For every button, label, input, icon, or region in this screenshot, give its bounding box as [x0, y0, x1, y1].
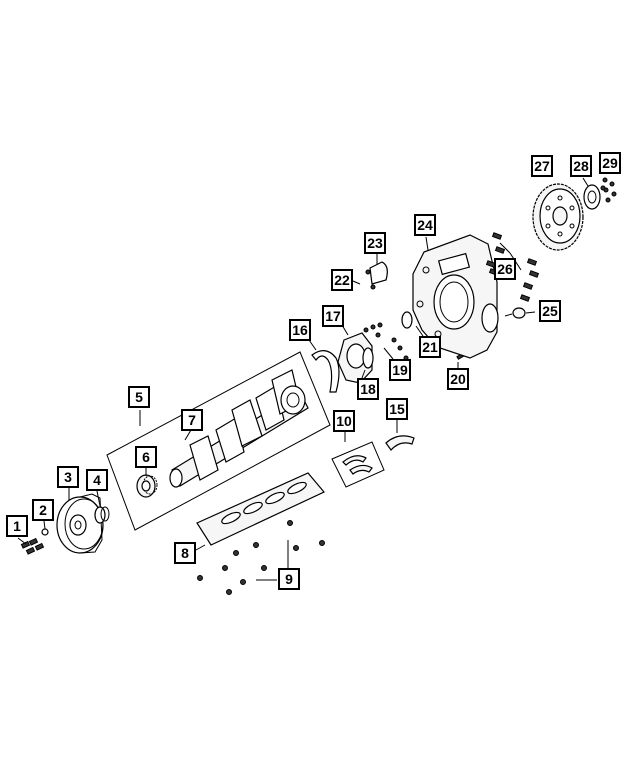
crankshaft	[169, 369, 309, 488]
bedplate-bolts	[197, 520, 325, 595]
callout-29: 29	[599, 152, 621, 174]
rear-oil-seal	[362, 347, 374, 369]
crank-position-sensor	[504, 307, 526, 319]
flywheel-housing	[412, 234, 499, 359]
callout-21: 21	[419, 336, 441, 358]
rear-seal-retainer-gasket	[311, 350, 340, 393]
crank-bolts	[17, 537, 45, 555]
rear-main-seal	[337, 332, 373, 384]
crank-spacer	[94, 506, 110, 524]
flywheel	[532, 183, 584, 251]
callout-7: 7	[181, 409, 203, 431]
callout-20: 20	[447, 368, 469, 390]
callout-1: 1	[6, 515, 28, 537]
callout-10: 10	[333, 410, 355, 432]
callout-23: 23	[364, 232, 386, 254]
thrust-bearing	[385, 435, 415, 451]
callout-8: 8	[174, 542, 196, 564]
main-bearing-set	[331, 441, 385, 488]
callout-15: 15	[386, 398, 408, 420]
flywheel-bolts	[600, 177, 617, 203]
callout-22: 22	[331, 269, 353, 291]
vibration-damper	[56, 493, 104, 554]
callout-5: 5	[128, 386, 150, 408]
callout-6: 6	[135, 446, 157, 468]
callout-18: 18	[357, 378, 379, 400]
crankshaft-sprocket	[136, 474, 158, 498]
leader-lines	[43, 177, 589, 551]
callout-2: 2	[32, 499, 54, 521]
o-ring	[401, 311, 413, 329]
flywheel-plate	[583, 184, 601, 210]
bedplate-gasket	[196, 472, 325, 546]
callout-19: 19	[389, 359, 411, 381]
crank-washer	[41, 528, 49, 536]
housing-bolts	[485, 232, 540, 302]
callout-9: 9	[278, 568, 300, 590]
callout-26: 26	[494, 258, 516, 280]
callout-17: 17	[322, 305, 344, 327]
callout-28: 28	[570, 155, 592, 177]
callout-3: 3	[57, 466, 79, 488]
crankshaft-group-outline	[106, 351, 331, 531]
callout-4: 4	[86, 469, 108, 491]
callout-24: 24	[414, 214, 436, 236]
access-cover	[365, 261, 388, 290]
callout-16: 16	[289, 319, 311, 341]
callout-25: 25	[539, 300, 561, 322]
callout-27: 27	[531, 155, 553, 177]
